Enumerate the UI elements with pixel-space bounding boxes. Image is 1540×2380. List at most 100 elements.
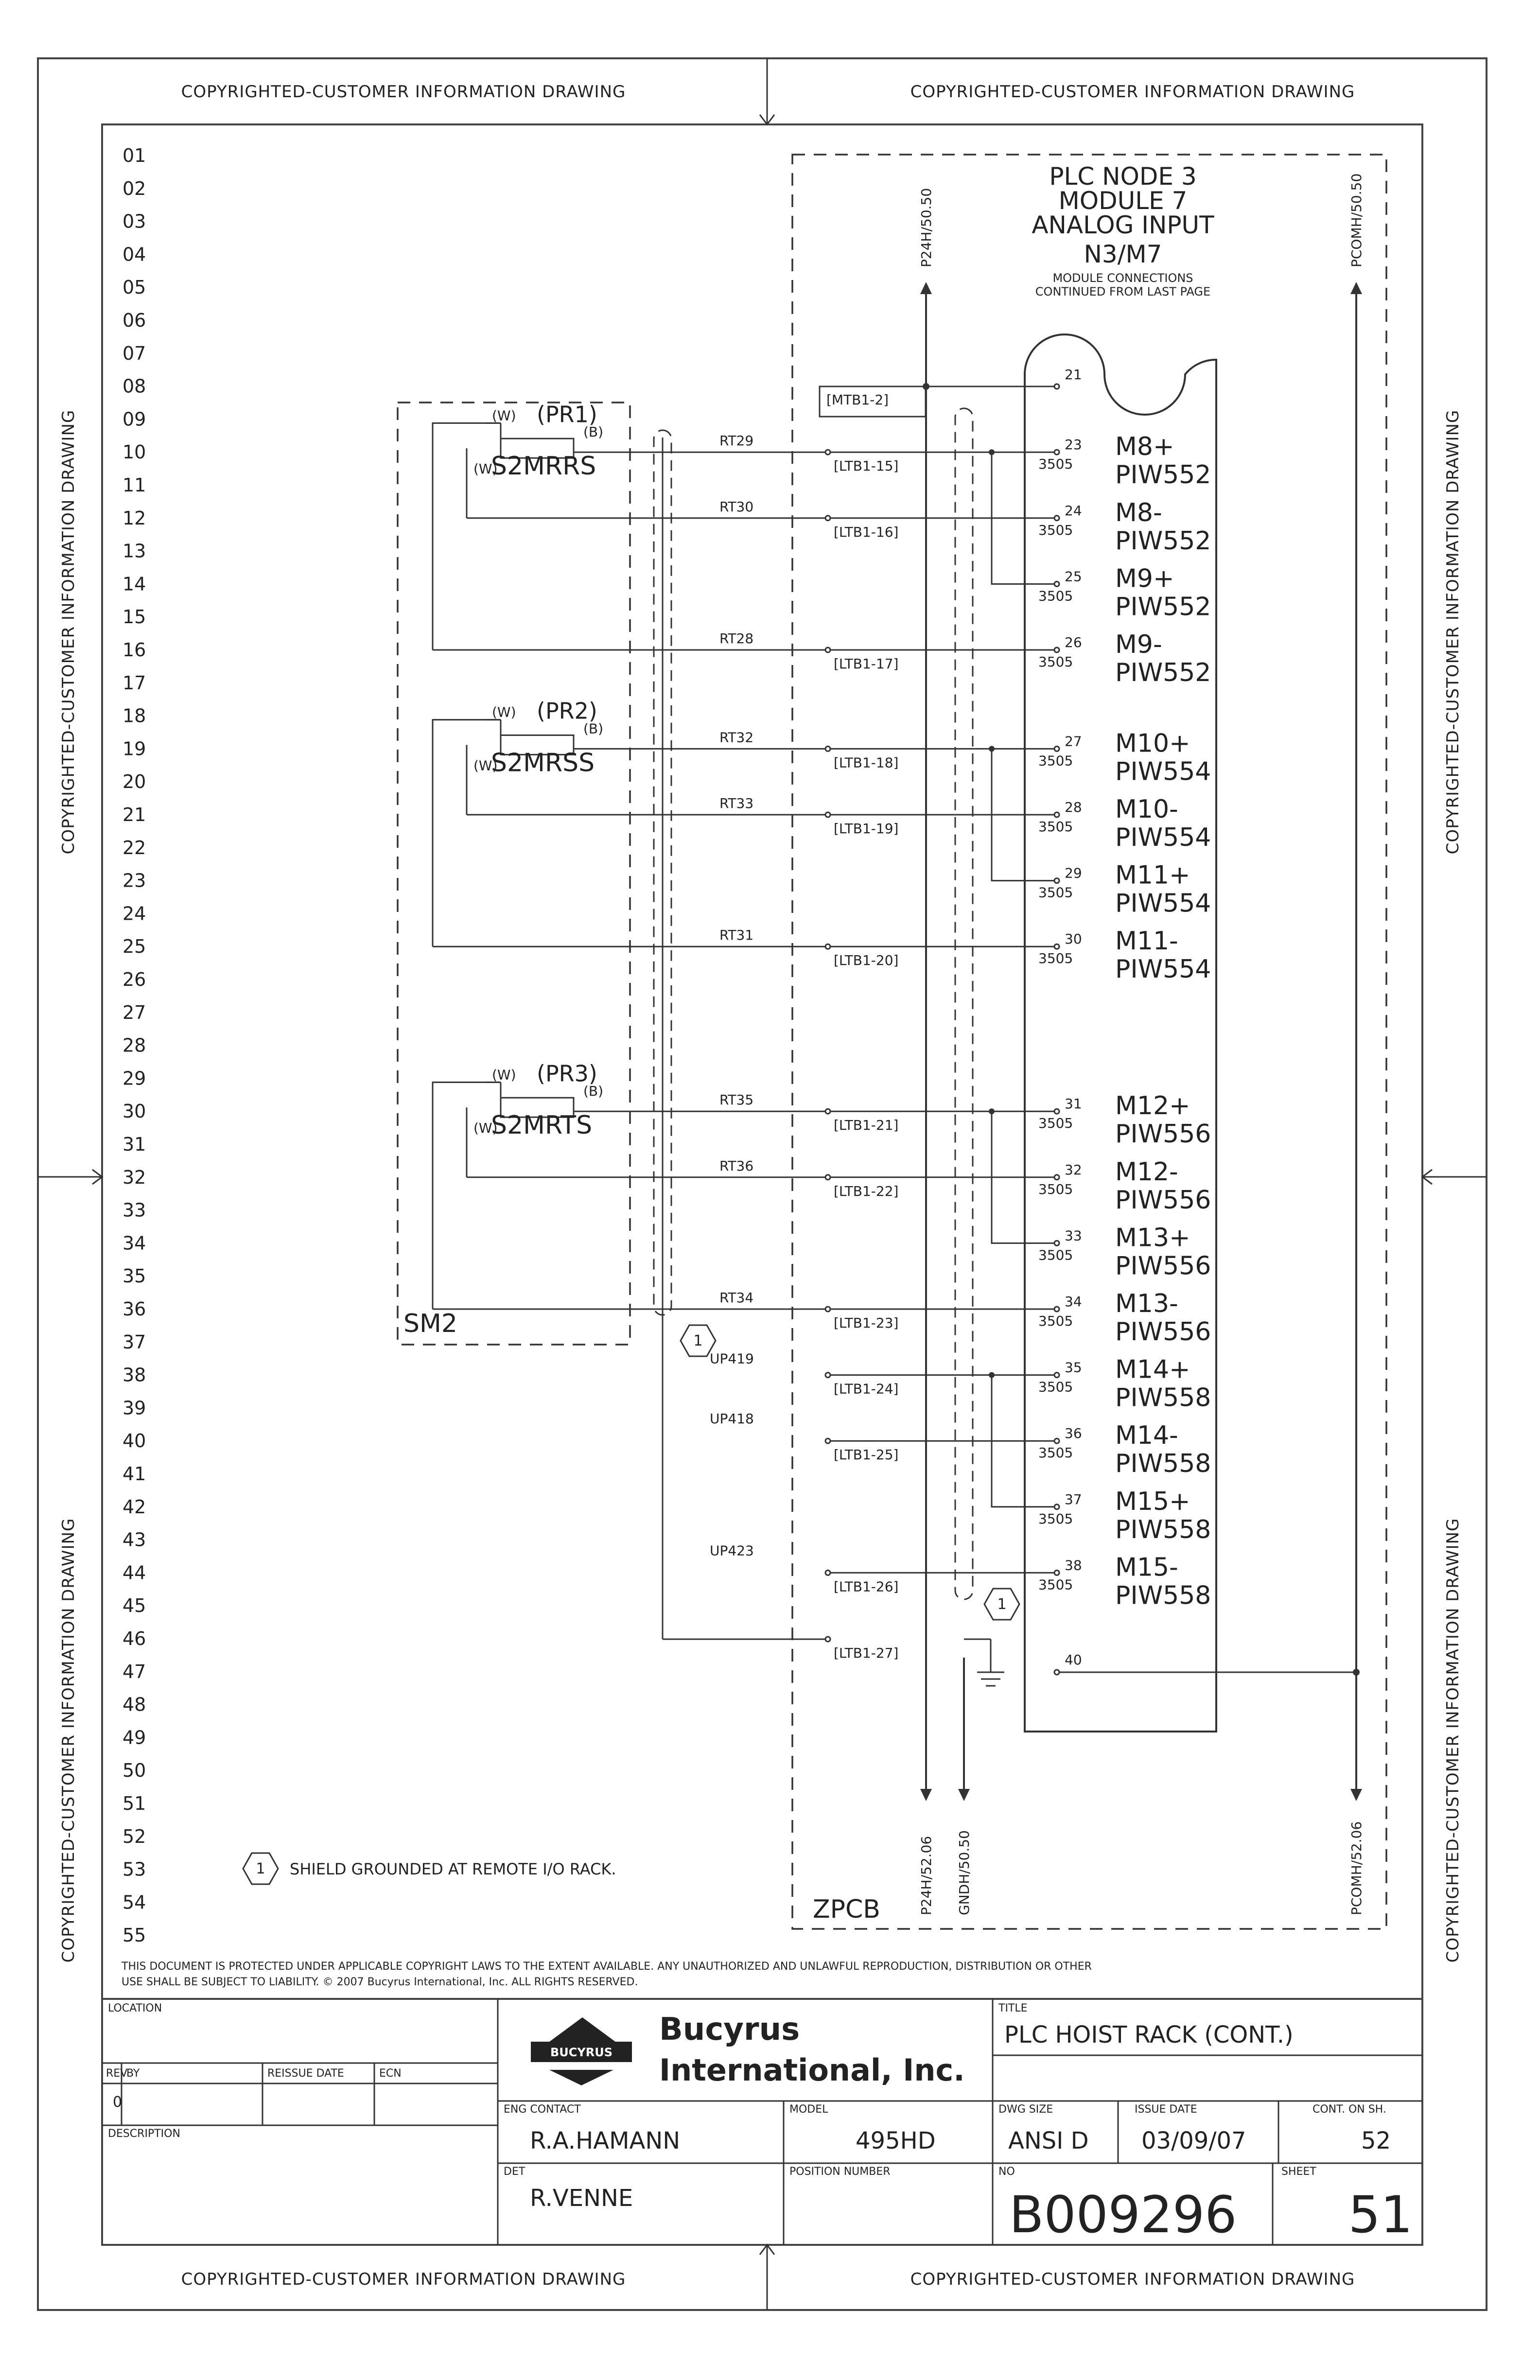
terminal-21-number: 21 bbox=[1065, 367, 1082, 383]
input-wire-number: 3505 bbox=[1038, 522, 1073, 538]
input-signal-name: M10- bbox=[1115, 795, 1178, 824]
row-number: 52 bbox=[122, 1826, 146, 1847]
company-name-line1: Bucyrus bbox=[659, 2012, 800, 2048]
ltb-label: [LTB1-26] bbox=[834, 1578, 898, 1594]
rtd-name: S2MRRS bbox=[491, 452, 596, 481]
cable-number: RT30 bbox=[719, 499, 753, 515]
cable-number: RT35 bbox=[719, 1092, 753, 1108]
module-input-terminal bbox=[1053, 1240, 1060, 1246]
input-wire-number: 3505 bbox=[1038, 885, 1073, 901]
ltb-label: [LTB1-24] bbox=[834, 1381, 898, 1397]
det-label: DET bbox=[504, 2166, 525, 2178]
cable-number: UP423 bbox=[710, 1542, 754, 1558]
junction-dot bbox=[989, 1108, 995, 1115]
row-number: 06 bbox=[122, 310, 146, 331]
copyright-right-upper: COPYRIGHTED-CUSTOMER INFORMATION DRAWING bbox=[1443, 410, 1463, 855]
shield-note: 1 SHIELD GROUNDED AT REMOTE I/O RACK. bbox=[242, 1852, 616, 1885]
row-number: 08 bbox=[122, 376, 146, 397]
input-terminal-number: 24 bbox=[1065, 503, 1082, 519]
rtd-resistor bbox=[500, 438, 575, 459]
input-signal-name: M9- bbox=[1115, 630, 1162, 659]
ground-connection: [LTB1-27] 1 40 bbox=[824, 1588, 1360, 1687]
gndh-bottom-ref: GNDH/50.50 bbox=[956, 1830, 972, 1915]
company-name-line2: International, Inc. bbox=[659, 2052, 965, 2088]
rtd-sensors: (W)(PR1)(B)(W)S2MRRS(W)(PR2)(B)(W)S2MRSS… bbox=[432, 401, 603, 1309]
input-terminal-number: 25 bbox=[1065, 568, 1082, 584]
input-signal-name: M11+ bbox=[1115, 861, 1190, 890]
mtb-label: [MTB1-2] bbox=[826, 392, 889, 408]
module-input-terminal bbox=[1053, 1372, 1060, 1379]
module-number-title: MODULE 7 bbox=[1059, 187, 1188, 215]
input-wire-number: 3505 bbox=[1038, 1313, 1073, 1329]
row-numbers: 0102030405060708091011121314151617181920… bbox=[122, 145, 146, 1946]
row-number: 35 bbox=[122, 1265, 146, 1287]
module-input-terminal bbox=[1053, 580, 1060, 587]
input-terminal-number: 38 bbox=[1065, 1557, 1082, 1573]
input-signal-name: M11- bbox=[1115, 927, 1178, 956]
copyright-right-lower: COPYRIGHTED-CUSTOMER INFORMATION DRAWING bbox=[1443, 1518, 1463, 1963]
input-signal-name: M15+ bbox=[1115, 1487, 1190, 1516]
input-wire-number: 3505 bbox=[1038, 588, 1073, 604]
cable-number: RT31 bbox=[719, 927, 753, 943]
row-number: 31 bbox=[122, 1134, 146, 1155]
ltb-terminal bbox=[824, 943, 831, 950]
row-number: 25 bbox=[122, 936, 146, 957]
p24h-top-ref: P24H/50.50 bbox=[918, 188, 934, 267]
input-signal-name: M15- bbox=[1115, 1553, 1178, 1582]
input-signal-name: M8- bbox=[1115, 498, 1162, 527]
module-input-terminal bbox=[1053, 647, 1060, 653]
cable-number: RT34 bbox=[719, 1290, 753, 1306]
title-block: LOCATION REV BY REISSUE DATE ECN 0 DESCR… bbox=[102, 1998, 1422, 2245]
input-address: PIW552 bbox=[1115, 526, 1211, 556]
shield-note-marker-2: 1 bbox=[983, 1588, 1020, 1621]
row-number: 39 bbox=[122, 1397, 146, 1418]
input-address: PIW554 bbox=[1115, 955, 1211, 984]
module-input-terminal bbox=[1053, 1569, 1060, 1576]
row-number: 49 bbox=[122, 1727, 146, 1748]
input-wire-number: 3505 bbox=[1038, 456, 1073, 472]
sheet-label: SHEET bbox=[1281, 2166, 1316, 2178]
ltb-label: [LTB1-17] bbox=[834, 656, 898, 672]
sm2-label: SM2 bbox=[403, 1309, 457, 1338]
input-terminal-number: 32 bbox=[1065, 1162, 1082, 1178]
module-input-terminal bbox=[1053, 1437, 1060, 1444]
row-number: 05 bbox=[122, 277, 146, 298]
copyright-top-left: COPYRIGHTED-CUSTOMER INFORMATION DRAWING bbox=[181, 82, 626, 102]
ltb-label: [LTB1-21] bbox=[834, 1117, 898, 1133]
jumper-wire bbox=[991, 749, 1054, 882]
row-number: 16 bbox=[122, 639, 146, 661]
terminal-40-number: 40 bbox=[1065, 1652, 1082, 1668]
ltb-terminal bbox=[824, 1108, 831, 1115]
module-note-line1: MODULE CONNECTIONS bbox=[1052, 271, 1193, 285]
cable-number: UP418 bbox=[710, 1411, 754, 1427]
input-address: PIW558 bbox=[1115, 1383, 1211, 1413]
row-number: 41 bbox=[122, 1463, 146, 1485]
shield-marker-num-2: 1 bbox=[997, 1596, 1006, 1613]
rtd-ref: (PR1) bbox=[537, 401, 597, 427]
row-number: 48 bbox=[122, 1694, 146, 1715]
rtd-resistor bbox=[500, 1097, 575, 1118]
ltb-terminal bbox=[824, 647, 831, 653]
cable-number: RT32 bbox=[719, 729, 753, 745]
description-label: DESCRIPTION bbox=[108, 2128, 180, 2140]
rtd-w-tag-lower: (W) bbox=[473, 1120, 498, 1136]
eng-contact-value: R.A.HAMANN bbox=[530, 2127, 680, 2154]
row-number: 38 bbox=[122, 1365, 146, 1386]
row-number: 55 bbox=[122, 1925, 146, 1946]
input-terminal-number: 33 bbox=[1065, 1227, 1082, 1243]
row-number: 09 bbox=[122, 408, 146, 430]
row-number: 17 bbox=[122, 672, 146, 694]
sm2-sensor-box: SM2 bbox=[397, 402, 631, 1346]
input-address: PIW556 bbox=[1115, 1186, 1211, 1215]
input-terminal-number: 27 bbox=[1065, 733, 1082, 749]
input-address: PIW554 bbox=[1115, 757, 1211, 786]
row-number: 45 bbox=[122, 1595, 146, 1616]
row-number: 12 bbox=[122, 508, 146, 529]
cable-number: RT36 bbox=[719, 1158, 753, 1174]
title-label: TITLE bbox=[998, 2002, 1028, 2014]
reissue-date-label: REISSUE DATE bbox=[267, 2067, 344, 2080]
row-number: 14 bbox=[122, 573, 146, 595]
input-terminal-number: 28 bbox=[1065, 799, 1082, 815]
cable-number: RT28 bbox=[719, 630, 753, 647]
module-input-terminal bbox=[1053, 943, 1060, 950]
